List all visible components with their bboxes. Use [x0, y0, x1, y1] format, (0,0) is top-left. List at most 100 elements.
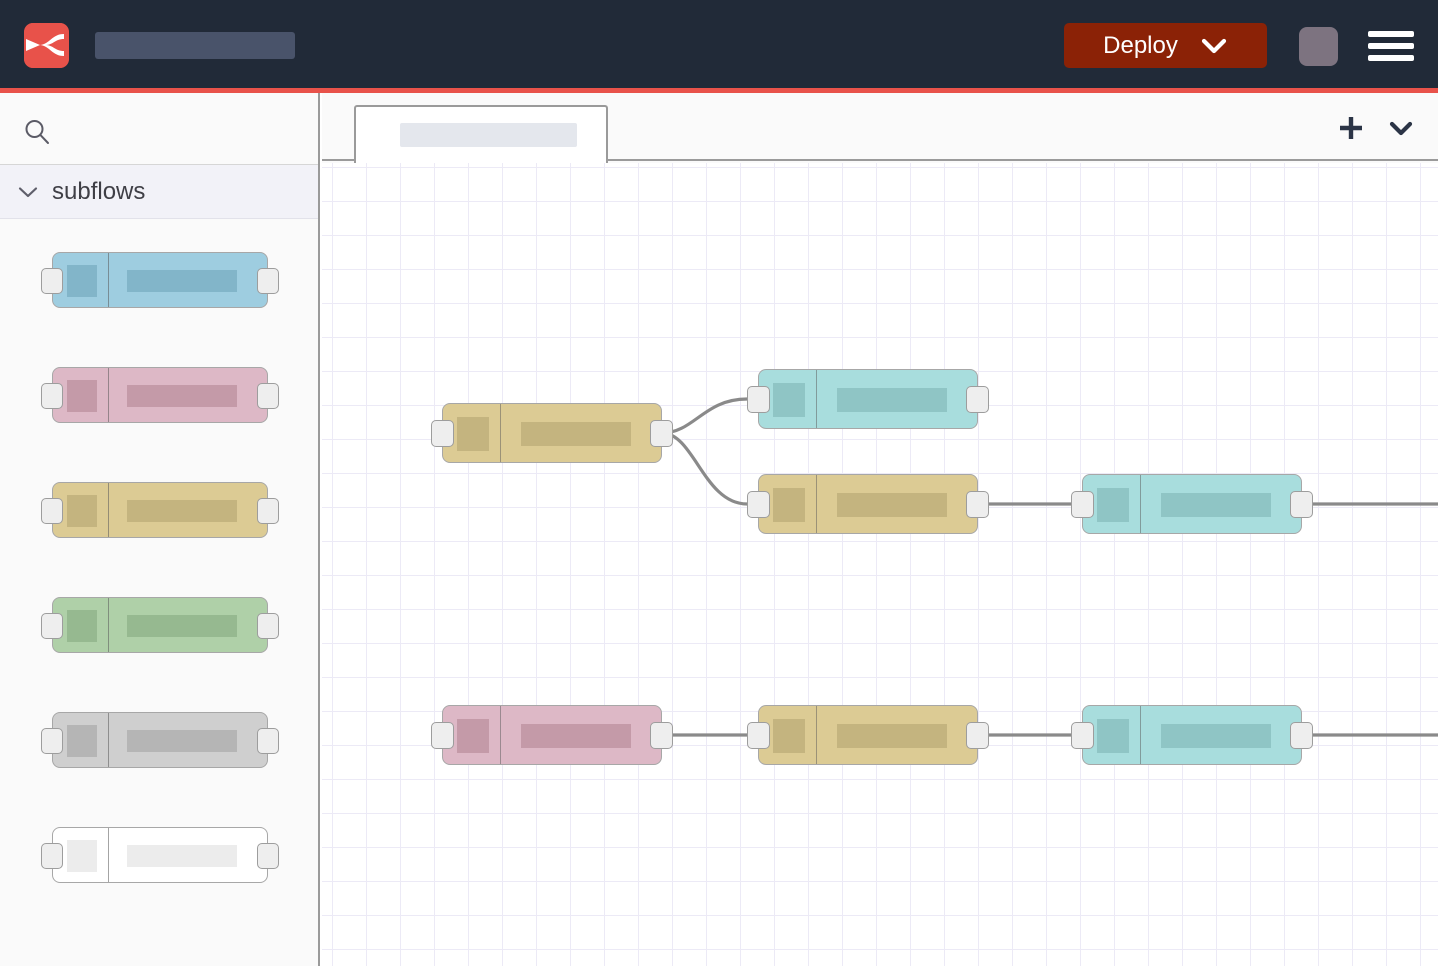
- palette-node-label: [127, 845, 237, 867]
- node-input-port[interactable]: [431, 420, 454, 447]
- palette-panel: subflows: [0, 93, 320, 966]
- flow-node-row2-second[interactable]: [758, 705, 978, 765]
- node-icon: [457, 417, 489, 451]
- palette-node-label: [127, 385, 237, 407]
- node-output-port[interactable]: [257, 268, 279, 294]
- flow-node-branch-bottom[interactable]: [758, 474, 978, 534]
- node-icon-icon: [67, 495, 97, 527]
- palette-node-row: [0, 819, 318, 934]
- node-icon-icon: [67, 380, 97, 412]
- flow-node-label: [837, 493, 947, 517]
- flow-node-source[interactable]: [442, 403, 662, 463]
- node-icon-icon: [67, 725, 97, 757]
- palette-node-1[interactable]: [52, 252, 268, 308]
- node-output-port[interactable]: [257, 498, 279, 524]
- node-output-port[interactable]: [257, 613, 279, 639]
- node-icon: [773, 383, 805, 417]
- flow-tab-bar: [322, 93, 1438, 161]
- node-input-port[interactable]: [41, 613, 63, 639]
- flow-node-label: [1161, 493, 1271, 517]
- flow-tab-label: [400, 123, 577, 147]
- node-input-port[interactable]: [41, 728, 63, 754]
- deploy-button-label: Deploy: [1103, 32, 1178, 60]
- node-output-port[interactable]: [966, 722, 989, 749]
- deploy-button[interactable]: Deploy: [1064, 23, 1267, 68]
- editor-area: [322, 93, 1438, 966]
- node-input-port[interactable]: [1071, 491, 1094, 518]
- add-tab-button[interactable]: [1334, 111, 1368, 145]
- palette-node-row: [0, 474, 318, 589]
- node-input-port[interactable]: [431, 722, 454, 749]
- menu-line-1: [1368, 31, 1414, 37]
- chevron-down-icon: [16, 184, 40, 200]
- node-output-port[interactable]: [257, 843, 279, 869]
- menu-line-3: [1368, 55, 1414, 61]
- flow-canvas[interactable]: [322, 163, 1438, 966]
- palette-search-row[interactable]: [0, 93, 318, 165]
- wire-source-to-bottom[interactable]: [662, 433, 747, 504]
- app-header: Deploy: [0, 0, 1438, 88]
- flow-node-label: [521, 724, 631, 748]
- node-input-port[interactable]: [747, 722, 770, 749]
- node-output-port[interactable]: [257, 728, 279, 754]
- node-icon: [1097, 719, 1129, 753]
- node-input-port[interactable]: [41, 498, 63, 524]
- flow-node-row2-first[interactable]: [442, 705, 662, 765]
- search-icon[interactable]: [22, 117, 52, 152]
- flow-tab-active[interactable]: [354, 105, 608, 163]
- node-input-port[interactable]: [747, 386, 770, 413]
- palette-node-row: [0, 359, 318, 474]
- node-input-port[interactable]: [41, 268, 63, 294]
- palette-node-3[interactable]: [52, 482, 268, 538]
- node-output-port[interactable]: [650, 420, 673, 447]
- node-icon: [1097, 488, 1129, 522]
- node-output-port[interactable]: [257, 383, 279, 409]
- node-input-port[interactable]: [747, 491, 770, 518]
- palette-node-label: [127, 500, 237, 522]
- node-output-port[interactable]: [650, 722, 673, 749]
- node-icon-icon: [67, 265, 97, 297]
- header-title-placeholder[interactable]: [95, 32, 295, 59]
- node-input-port[interactable]: [41, 383, 63, 409]
- hamburger-menu-icon[interactable]: [1368, 28, 1414, 64]
- tab-menu-button[interactable]: [1384, 111, 1418, 145]
- node-icon-icon: [67, 840, 97, 872]
- flow-node-label: [837, 724, 947, 748]
- palette-node-4[interactable]: [52, 597, 268, 653]
- flow-node-label: [837, 388, 947, 412]
- palette-node-6[interactable]: [52, 827, 268, 883]
- flow-node-label: [521, 422, 631, 446]
- palette-node-label: [127, 730, 237, 752]
- palette-category-subflows[interactable]: subflows: [0, 165, 318, 219]
- chevron-down-icon: [1200, 37, 1228, 55]
- palette-node-label: [127, 270, 237, 292]
- flow-node-row2-third[interactable]: [1082, 705, 1302, 765]
- palette-node-5[interactable]: [52, 712, 268, 768]
- node-input-port[interactable]: [41, 843, 63, 869]
- user-avatar[interactable]: [1299, 27, 1338, 66]
- wire-source-to-top[interactable]: [662, 399, 747, 433]
- flow-wires-layer: [322, 163, 1438, 966]
- menu-line-2: [1368, 43, 1414, 49]
- node-output-port[interactable]: [1290, 491, 1313, 518]
- node-icon-icon: [67, 610, 97, 642]
- node-red-logo-icon[interactable]: [24, 23, 69, 68]
- flow-node-chain-right[interactable]: [1082, 474, 1302, 534]
- header-accent-stripe: [0, 88, 1438, 93]
- flow-node-label: [1161, 724, 1271, 748]
- node-icon: [457, 719, 489, 753]
- node-icon: [773, 719, 805, 753]
- node-output-port[interactable]: [966, 386, 989, 413]
- palette-node-list: [0, 219, 318, 934]
- node-output-port[interactable]: [966, 491, 989, 518]
- palette-node-row: [0, 244, 318, 359]
- palette-node-2[interactable]: [52, 367, 268, 423]
- node-icon: [773, 488, 805, 522]
- palette-node-row: [0, 589, 318, 704]
- node-input-port[interactable]: [1071, 722, 1094, 749]
- palette-node-row: [0, 704, 318, 819]
- node-output-port[interactable]: [1290, 722, 1313, 749]
- palette-category-label: subflows: [52, 178, 145, 206]
- palette-node-label: [127, 615, 237, 637]
- flow-node-branch-top[interactable]: [758, 369, 978, 429]
